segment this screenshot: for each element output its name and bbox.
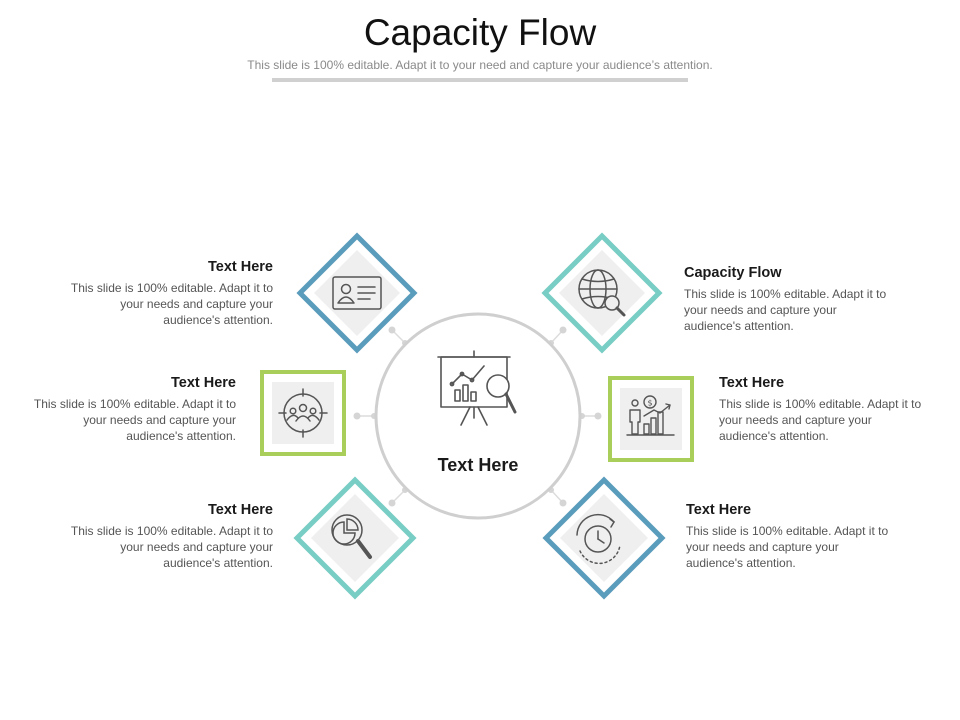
text-block-body: This slide is 100% editable. Adapt it to… xyxy=(70,281,273,327)
square-mid-left xyxy=(260,370,346,456)
text-block-heading: Text Here xyxy=(170,375,236,391)
text-block-body: This slide is 100% editable. Adapt it to… xyxy=(686,524,889,570)
target-team-icon xyxy=(278,388,328,438)
globe-search-icon xyxy=(578,269,626,317)
svg-text:$: $ xyxy=(648,399,653,408)
square-mid-right: $ xyxy=(608,376,694,462)
text-block-heading: Text Here xyxy=(207,259,273,275)
text-block-body: This slide is 100% editable. Adapt it to… xyxy=(33,397,236,443)
text-block-bottom-left: Text Here This slide is 100% editable. A… xyxy=(63,502,273,571)
title-underline xyxy=(272,78,688,82)
text-block-heading: Text Here xyxy=(686,502,752,518)
text-block-mid-right: Text Here This slide is 100% editable. A… xyxy=(719,375,929,444)
slide-title: Capacity Flow xyxy=(363,12,597,53)
text-block-bottom-right: Text Here This slide is 100% editable. A… xyxy=(686,502,896,571)
pie-chart-magnifier-icon xyxy=(331,514,372,559)
text-block-top-right: Capacity Flow This slide is 100% editabl… xyxy=(684,265,894,334)
text-block-body: This slide is 100% editable. Adapt it to… xyxy=(719,397,922,443)
text-block-top-left: Text Here This slide is 100% editable. A… xyxy=(63,259,273,328)
center-label: Text Here xyxy=(437,455,519,475)
growth-investment-icon: $ xyxy=(626,395,675,436)
text-block-heading: Text Here xyxy=(207,502,273,518)
text-block-heading: Capacity Flow xyxy=(684,265,782,281)
text-block-body: This slide is 100% editable. Adapt it to… xyxy=(70,524,273,570)
clock-refresh-icon xyxy=(576,513,621,565)
presentation-analytics-icon xyxy=(437,350,517,426)
text-block-mid-left: Text Here This slide is 100% editable. A… xyxy=(26,375,236,444)
diamond-bottom-right xyxy=(542,476,666,600)
text-block-body: This slide is 100% editable. Adapt it to… xyxy=(684,287,887,333)
text-block-heading: Text Here xyxy=(719,375,785,391)
diamond-top-right xyxy=(541,232,663,354)
id-card-icon xyxy=(332,276,382,310)
slide-subtitle: This slide is 100% editable. Adapt it to… xyxy=(247,58,713,72)
center-circle xyxy=(374,312,582,520)
diamond-top-left xyxy=(296,232,418,354)
diamond-bottom-left xyxy=(293,476,417,600)
